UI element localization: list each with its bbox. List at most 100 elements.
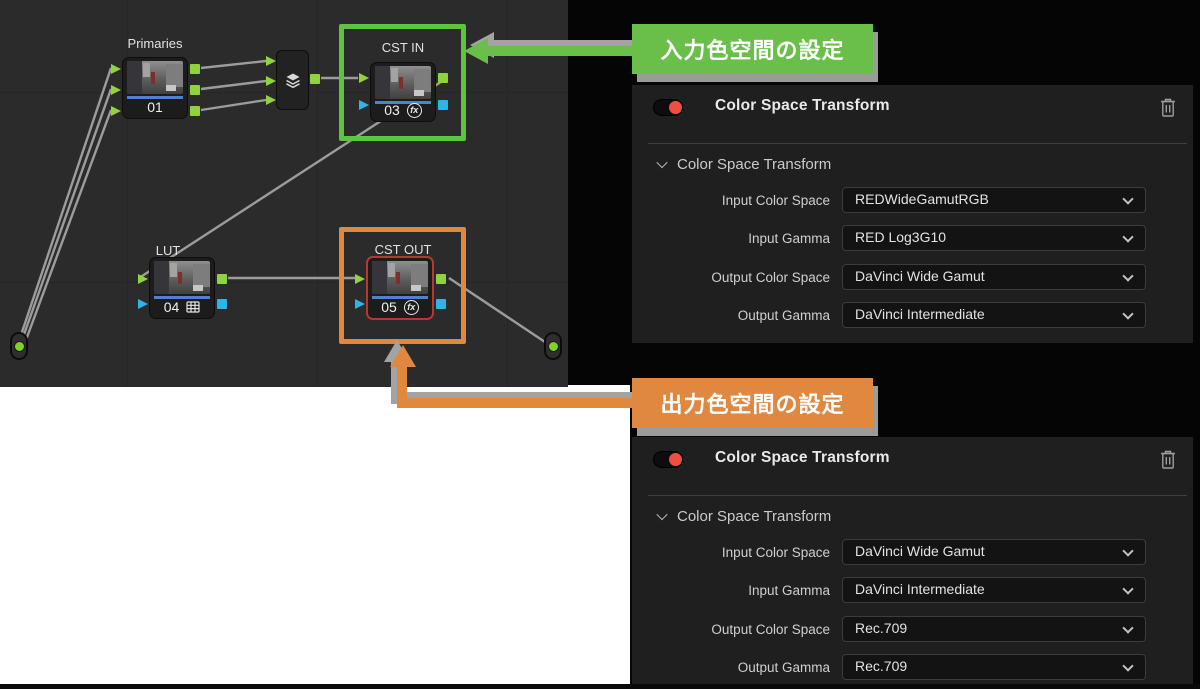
key-input-port[interactable] (359, 100, 369, 110)
rgb-input-port[interactable] (359, 73, 369, 83)
grid-line (0, 282, 568, 283)
lut-grid-icon (186, 301, 200, 313)
rgb-output-port[interactable] (190, 85, 200, 95)
section-title: Color Space Transform (677, 507, 832, 525)
rgb-input-port[interactable] (111, 85, 121, 95)
setting-label: Input Gamma (748, 230, 830, 246)
input-gamma-dropdown[interactable]: DaVinci Intermediate (842, 577, 1146, 603)
output-gamma-dropdown[interactable]: Rec.709 (842, 654, 1146, 680)
effect-enable-toggle[interactable] (653, 99, 683, 116)
key-output-port[interactable] (436, 299, 446, 309)
key-output-port[interactable] (217, 299, 227, 309)
node-title-cst-in: CST IN (381, 40, 425, 55)
dropdown-value: REDWideGamutRGB (855, 191, 989, 207)
rgb-input-port[interactable] (111, 106, 121, 116)
output-gamma-dropdown[interactable]: DaVinci Intermediate (842, 302, 1146, 328)
layers-icon (285, 73, 300, 89)
setting-label: Input Color Space (721, 544, 830, 560)
corrector-node-05-cst-out[interactable]: 05 fx (355, 256, 446, 320)
section-header[interactable]: Color Space Transform (656, 151, 832, 177)
trash-icon[interactable] (1159, 449, 1177, 470)
effect-enable-toggle[interactable] (653, 451, 683, 468)
dropdown-value: Rec.709 (855, 658, 908, 674)
fx-badge-icon: fx (403, 299, 419, 315)
mixer-input-port[interactable] (266, 95, 276, 105)
dropdown-value: DaVinci Wide Gamut (855, 543, 985, 559)
layer-mixer-node[interactable] (266, 50, 320, 110)
corrector-node-04-lut[interactable]: 04 (138, 257, 227, 319)
setting-label: Output Gamma (737, 659, 830, 675)
setting-label: Input Gamma (748, 582, 830, 598)
fx-badge-icon: fx (406, 102, 422, 118)
input-color-space-dropdown[interactable]: REDWideGamutRGB (842, 187, 1146, 213)
output-colorspace-annotation: 出力色空間の設定 (632, 378, 873, 428)
node-connections (18, 59, 549, 349)
key-output-port[interactable] (438, 100, 448, 110)
input-colorspace-annotation: 入力色空間の設定 (632, 24, 873, 74)
bottom-bar (0, 684, 1200, 689)
node-number: 05 (381, 299, 397, 315)
rgb-input-port[interactable] (111, 64, 121, 74)
panel-divider (648, 495, 1187, 496)
input-cst-highlight-box (339, 24, 466, 141)
setting-row: Input Color Space DaVinci Wide Gamut (632, 539, 1193, 565)
input-gamma-dropdown[interactable]: RED Log3G10 (842, 225, 1146, 251)
corrector-node-01[interactable]: 01 (111, 57, 200, 119)
corrector-node-03-cst-in[interactable]: 03 fx (359, 62, 448, 122)
node-cache-bar (154, 296, 210, 299)
rgb-output-port[interactable] (190, 64, 200, 74)
chevron-down-icon (656, 508, 668, 521)
key-input-port[interactable] (355, 299, 365, 309)
grid-line (317, 0, 318, 387)
key-input-port[interactable] (138, 299, 148, 309)
mixer-output-port[interactable] (310, 74, 320, 84)
node-number: 03 (384, 102, 400, 118)
rgb-input-port[interactable] (355, 274, 365, 284)
dropdown-value: DaVinci Wide Gamut (855, 268, 985, 284)
mixer-input-port[interactable] (266, 76, 276, 86)
node-number: 01 (147, 99, 163, 115)
setting-row: Output Gamma DaVinci Intermediate (632, 302, 1193, 328)
mixer-input-port[interactable] (266, 56, 276, 66)
setting-row: Input Color Space REDWideGamutRGB (632, 187, 1193, 213)
setting-row: Output Color Space Rec.709 (632, 616, 1193, 642)
section-title: Color Space Transform (677, 155, 832, 173)
rgb-output-port[interactable] (190, 106, 200, 116)
node-cache-bar (372, 296, 428, 299)
node-thumbnail (375, 66, 431, 99)
node-title-cst-out: CST OUT (374, 242, 432, 257)
section-header[interactable]: Color Space Transform (656, 503, 832, 529)
node-thumbnail (372, 261, 428, 294)
panel-title: Color Space Transform (715, 449, 890, 466)
grid-line (127, 0, 128, 387)
source-port-icon (13, 340, 25, 352)
rgb-output-port[interactable] (438, 73, 448, 83)
dropdown-value: RED Log3G10 (855, 229, 947, 245)
node-number: 04 (163, 299, 180, 315)
output-color-space-dropdown[interactable]: Rec.709 (842, 616, 1146, 642)
rgb-output-port[interactable] (217, 274, 227, 284)
setting-label: Output Color Space (711, 621, 830, 637)
dropdown-value: DaVinci Intermediate (855, 581, 985, 597)
node-cache-bar (375, 101, 431, 104)
setting-row: Output Gamma Rec.709 (632, 654, 1193, 680)
rgb-input-port[interactable] (138, 274, 148, 284)
cst-panel-input: Color Space Transform Color Space Transf… (632, 85, 1193, 343)
panel-title: Color Space Transform (715, 97, 890, 114)
node-title-lut: LUT (155, 243, 181, 258)
panel-divider (648, 143, 1187, 144)
setting-row: Input Gamma RED Log3G10 (632, 225, 1193, 251)
node-thumbnail (127, 61, 183, 94)
setting-label: Input Color Space (721, 192, 830, 208)
output-node[interactable] (544, 332, 562, 360)
setting-row: Input Gamma DaVinci Intermediate (632, 577, 1193, 603)
trash-icon[interactable] (1159, 97, 1177, 118)
source-node[interactable] (10, 332, 28, 360)
dropdown-value: DaVinci Intermediate (855, 306, 985, 322)
node-title-primaries: Primaries (127, 36, 183, 51)
input-color-space-dropdown[interactable]: DaVinci Wide Gamut (842, 539, 1146, 565)
dropdown-value: Rec.709 (855, 620, 908, 636)
output-color-space-dropdown[interactable]: DaVinci Wide Gamut (842, 264, 1146, 290)
rgb-output-port[interactable] (436, 274, 446, 284)
node-graph[interactable]: Primaries 01 CST IN (0, 0, 568, 387)
